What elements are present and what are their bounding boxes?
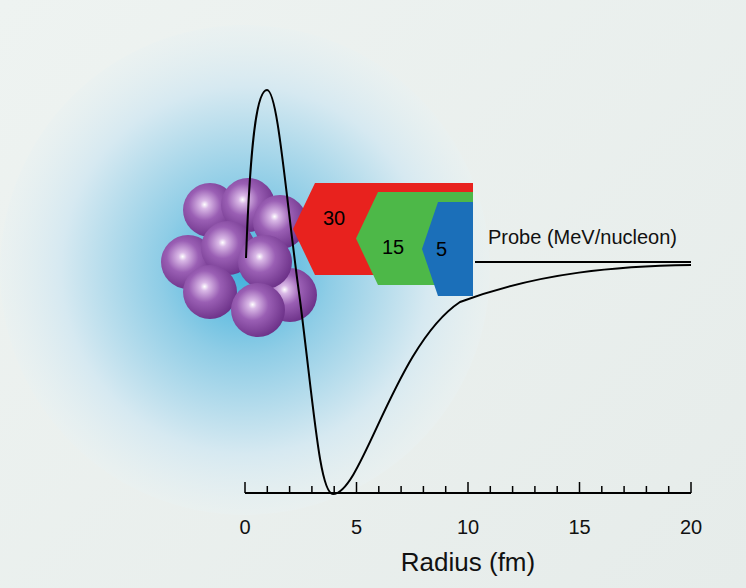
- tick-label: 5: [351, 516, 362, 539]
- probe-baseline: [475, 261, 691, 263]
- tick-label: 20: [680, 516, 702, 539]
- tick-label: 15: [568, 516, 590, 539]
- potential-curve: [246, 90, 691, 494]
- energy-value: 15: [382, 236, 404, 259]
- probe-label: Probe (MeV/nucleon): [488, 226, 677, 249]
- energy-value: 5: [436, 238, 447, 261]
- nuclear-glow: [0, 25, 490, 515]
- energy-value: 30: [323, 207, 345, 230]
- axis-ticks: [245, 482, 691, 493]
- tick-label: 0: [239, 516, 250, 539]
- probe-arrow-5: 5: [422, 202, 473, 296]
- tick-label: 10: [457, 516, 479, 539]
- axis-title: Radius (fm): [401, 547, 535, 578]
- arrow-shape: [422, 202, 473, 296]
